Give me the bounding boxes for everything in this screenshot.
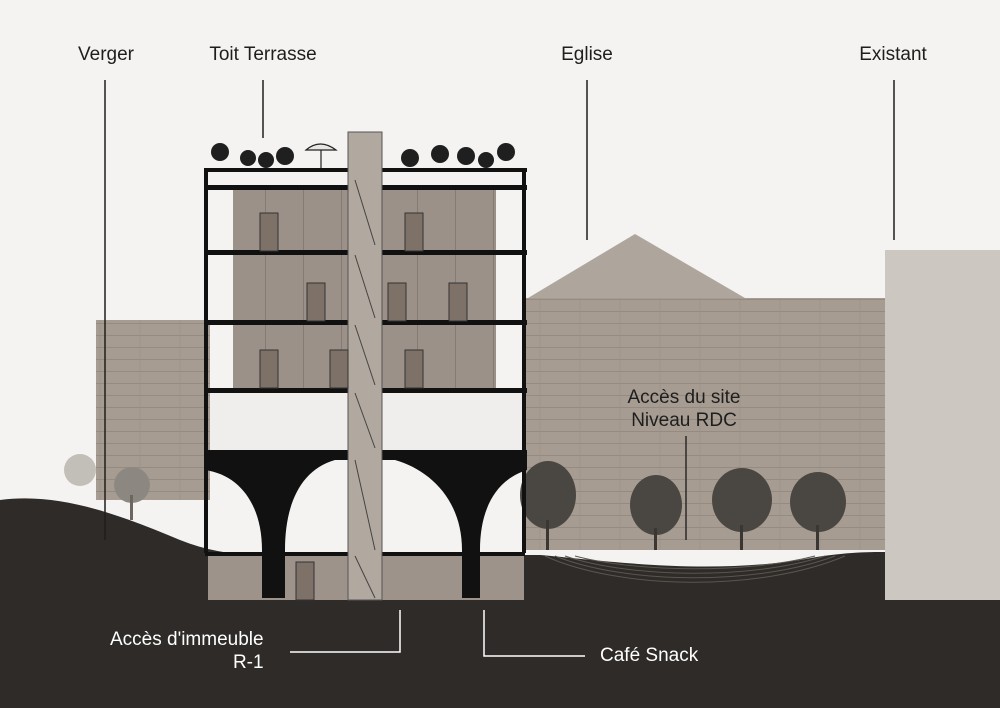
label-cafe-snack: Café Snack: [600, 645, 699, 666]
verger-wall: [96, 320, 210, 500]
label-acces-immeuble-line1: Accès d'immeuble: [110, 629, 264, 650]
label-acces-immeuble: Accès d'immeuble R-1: [110, 628, 264, 674]
label-acces-immeuble-line2: R-1: [232, 652, 264, 673]
label-acces-site: Accès du site Niveau RDC: [628, 386, 741, 432]
label-acces-site-line2: Niveau RDC: [631, 410, 737, 431]
plaza-trees: [520, 461, 846, 550]
eglise-gable: [528, 234, 745, 298]
label-existant: Existant: [859, 44, 927, 65]
leader-lines-ground: [290, 610, 585, 657]
verger-trees: [64, 454, 150, 520]
doors: [259, 212, 468, 601]
label-verger: Verger: [78, 44, 134, 65]
stair-flights: [354, 179, 376, 599]
stair-core: [347, 131, 383, 601]
roof-umbrella: [304, 143, 338, 168]
roof-plants: [211, 143, 515, 168]
existant-building: [885, 250, 1000, 600]
label-eglise: Eglise: [561, 44, 613, 65]
ground: [0, 498, 1000, 708]
arches: [205, 456, 527, 598]
plaza-steps: [544, 555, 846, 583]
leader-lines: [104, 80, 895, 540]
label-toit-terrasse: Toit Terrasse: [209, 44, 317, 65]
label-acces-site-line1: Accès du site: [627, 387, 741, 408]
